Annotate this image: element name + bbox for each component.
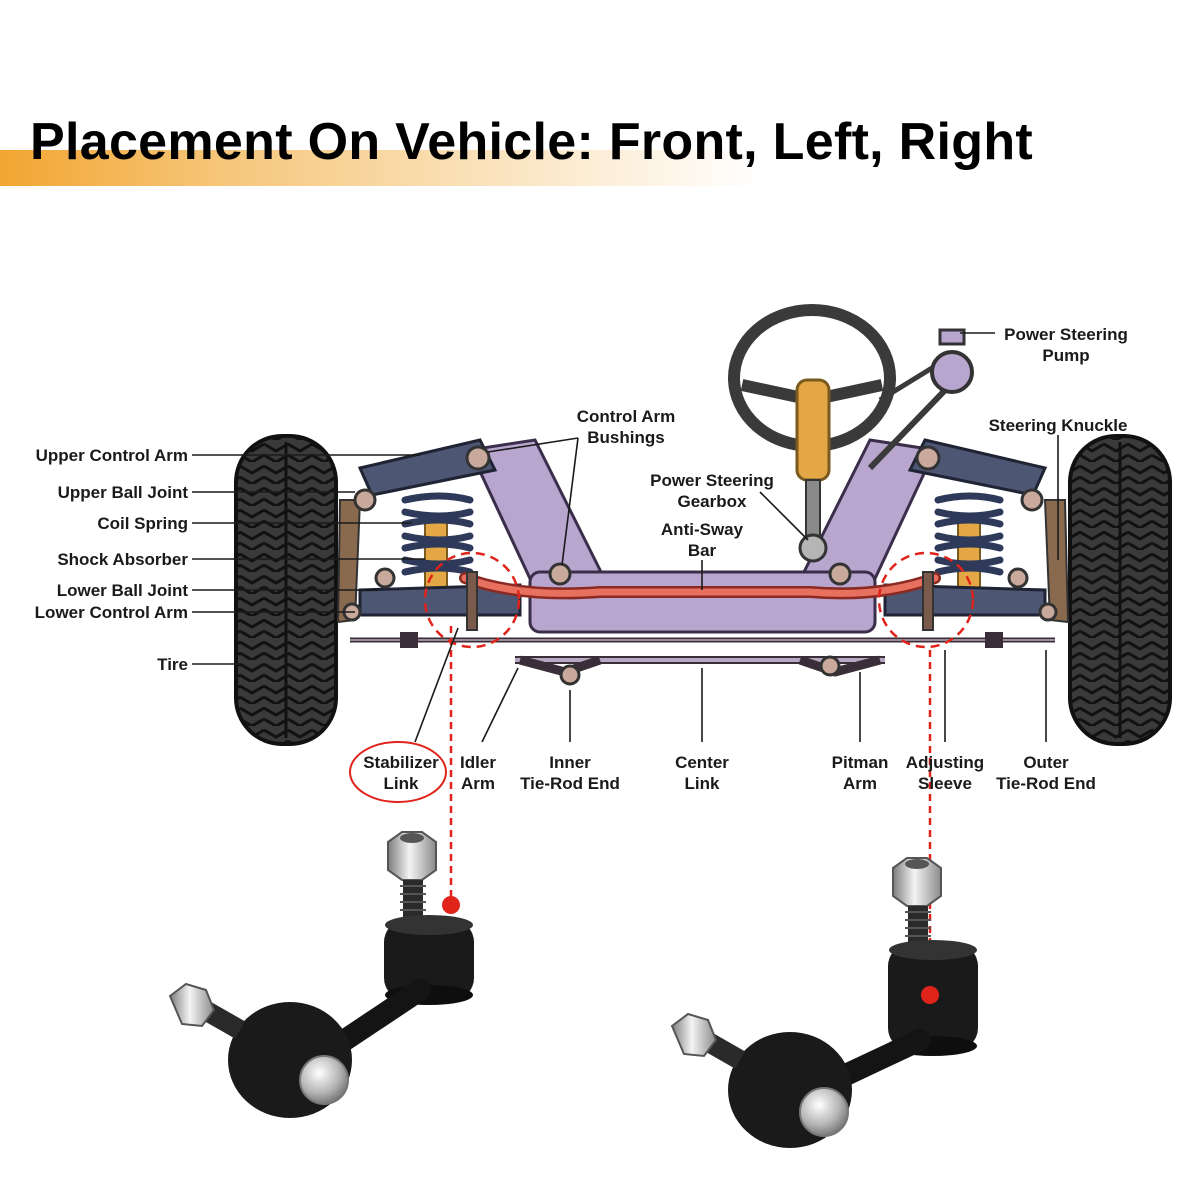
label-idler-arm-line2: Arm [461,774,495,793]
label-power-steering-gearbox-line2: Gearbox [678,492,748,511]
label-power-steering-gearbox-line1: Power Steering [650,471,774,490]
steering-column [795,378,831,482]
control-arm-bushing [548,562,572,586]
label-power-steering-pump-line2: Pump [1042,346,1089,365]
label-tire: Tire [157,655,188,674]
stabilizer-link-part-icon [168,831,474,1118]
label-upper-control-arm: Upper Control Arm [36,446,188,465]
coil-spring-icon [934,492,1004,591]
label-pitman-arm-line2: Arm [843,774,877,793]
label-upper-ball-joint: Upper Ball Joint [58,483,189,502]
label-inner-tie-rod-end-line1: Inner [549,753,591,772]
label-outer-tie-rod-end-line2: Tie-Rod End [996,774,1096,793]
label-anti-sway-bar-line2: Bar [688,541,717,560]
label-stabilizer-link-line2: Link [384,774,419,793]
label-control-arm-bushings-line2: Bushings [587,428,664,447]
tire-icon [1068,434,1172,746]
label-stabilizer-link-line1: Stabilizer [363,753,439,772]
highlight-circle-left [423,551,521,649]
stabilizer-link-right [922,571,934,631]
upper-ball-joint [353,488,377,512]
label-outer-tie-rod-end-line1: Outer [1023,753,1069,772]
lower-ball-joint [374,567,396,589]
label-shock-absorber: Shock Absorber [57,550,188,569]
highlight-circle-right [877,551,975,649]
control-arm-bushing [915,445,941,471]
power-steering-pump [930,350,974,394]
label-center-link-line1: Center [675,753,729,772]
label-anti-sway-bar-line1: Anti-Sway [661,520,744,539]
page-title: Placement On Vehicle: Front, Left, Right [30,113,1034,171]
label-control-arm-bushings-line1: Control Arm [577,407,676,426]
label-center-link-line2: Link [685,774,720,793]
label-inner-tie-rod-end-line2: Tie-Rod End [520,774,620,793]
label-power-steering-pump-line1: Power Steering [1004,325,1128,344]
power-steering-gearbox [798,533,828,563]
label-idler-arm-line1: Idler [460,753,496,772]
label-pitman-arm-line1: Pitman [832,753,889,772]
control-arm-bushing [828,562,852,586]
lower-ball-joint [1007,567,1029,589]
locknut-icon [387,831,437,881]
label-steering-knuckle: Steering Knuckle [989,416,1128,435]
coil-spring-icon [401,492,474,591]
label-coil-spring: Coil Spring [97,514,188,533]
label-adjusting-sleeve-line2: Sleeve [918,774,972,793]
locknut-icon [892,857,942,907]
stabilizer-link-part-icon [670,857,978,1148]
stabilizer-link-label-highlight [349,741,447,803]
upper-ball-joint [1020,488,1044,512]
stabilizer-link-left [466,571,478,631]
adjusting-sleeve [400,632,418,648]
title-accent-band [0,150,760,186]
control-arm-bushing [465,445,491,471]
label-adjusting-sleeve-line1: Adjusting [906,753,984,772]
upper-control-arm-right [907,438,1048,497]
label-lower-ball-joint: Lower Ball Joint [57,581,189,600]
adjusting-sleeve [985,632,1003,648]
upper-control-arm-left [357,438,498,497]
label-lower-control-arm: Lower Control Arm [35,603,188,622]
